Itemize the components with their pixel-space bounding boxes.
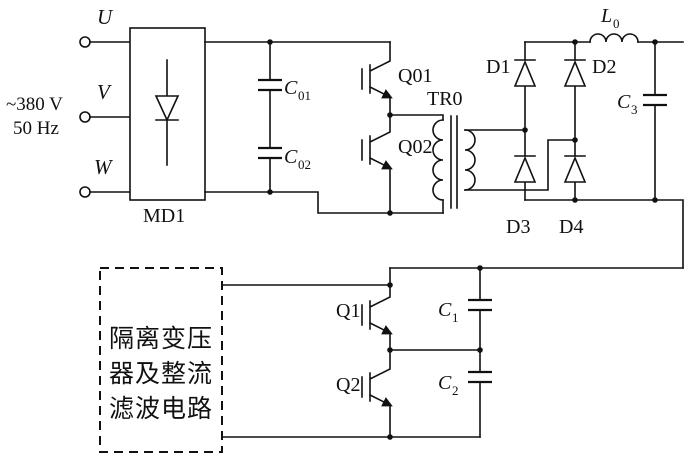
terminal-v: [79, 111, 91, 123]
terminal-u-label: U: [97, 5, 114, 29]
c1-label: C: [438, 299, 452, 321]
d3-label: D3: [506, 216, 530, 238]
c1-subscript: 1: [452, 310, 459, 325]
capacitor-c2: C 2: [438, 349, 492, 438]
l0-label: L: [600, 5, 612, 27]
c3-subscript: 3: [631, 102, 638, 117]
dashed-box: [99, 267, 223, 453]
upper-bus-wires: [204, 41, 444, 214]
capacitor-c3: C 3: [617, 41, 667, 201]
diode-d3: D3: [506, 155, 537, 238]
terminal-v-label: V: [97, 80, 112, 104]
tr0-primary-winding: [432, 119, 444, 201]
d4-label: D4: [559, 216, 583, 238]
diode-d4: D4: [559, 155, 587, 238]
tr0-secondary-winding: [464, 129, 476, 191]
capacitor-c02: C 02: [258, 146, 311, 172]
igbt-q02: Q02: [361, 114, 432, 214]
isolation-box-line3: 滤波电路: [109, 395, 213, 423]
junction-dots: [267, 39, 658, 440]
d1-label: D1: [486, 56, 510, 78]
c01-subscript: 01: [298, 88, 311, 103]
source-wires: [89, 41, 131, 193]
md1-diode-triangle: [154, 95, 180, 122]
terminal-u: [79, 36, 91, 48]
diode-d1: D1: [486, 56, 537, 87]
transformer-tr0: TR0: [427, 88, 476, 214]
capacitor-c1: C 1: [438, 267, 492, 351]
isolation-box-line2: 器及整流: [109, 360, 213, 388]
terminal-w-label: W: [94, 155, 114, 179]
source-frequency-label: 50 Hz: [13, 118, 59, 139]
c2-label: C: [438, 372, 452, 394]
q01-label: Q01: [398, 65, 432, 87]
diode-d2: D2: [563, 56, 616, 87]
isolation-annotation-box: 隔离变压 器及整流 滤波电路: [99, 267, 223, 453]
secondary-wires: [464, 129, 576, 191]
igbt-q2: Q2: [336, 349, 393, 438]
tr0-core: [450, 115, 458, 209]
c3-label: C: [617, 91, 631, 113]
d2-label: D2: [592, 56, 616, 78]
tr0-label: TR0: [427, 88, 463, 110]
rectifier-md1: MD1: [129, 27, 206, 227]
inductor-l0: L 0: [589, 5, 639, 43]
isolation-box-line1: 隔离变压: [109, 325, 213, 353]
l0-subscript: 0: [613, 16, 620, 31]
igbt-q01: Q01: [361, 41, 432, 116]
c2-subscript: 2: [452, 383, 459, 398]
c02-label: C: [284, 146, 298, 168]
three-phase-source: U V W ~380 V 50 Hz: [6, 5, 131, 198]
igbt-q1: Q1: [336, 267, 393, 351]
capacitor-c01: C 01: [258, 77, 311, 103]
q1-label: Q1: [336, 300, 360, 322]
lower-bus-wires: [221, 267, 684, 438]
q2-label: Q2: [336, 374, 360, 396]
source-voltage-label: ~380 V: [6, 94, 63, 115]
md1-label: MD1: [143, 205, 185, 227]
q02-label: Q02: [398, 136, 432, 158]
terminal-w: [79, 186, 91, 198]
c02-subscript: 02: [298, 157, 311, 172]
c01-label: C: [284, 77, 298, 99]
